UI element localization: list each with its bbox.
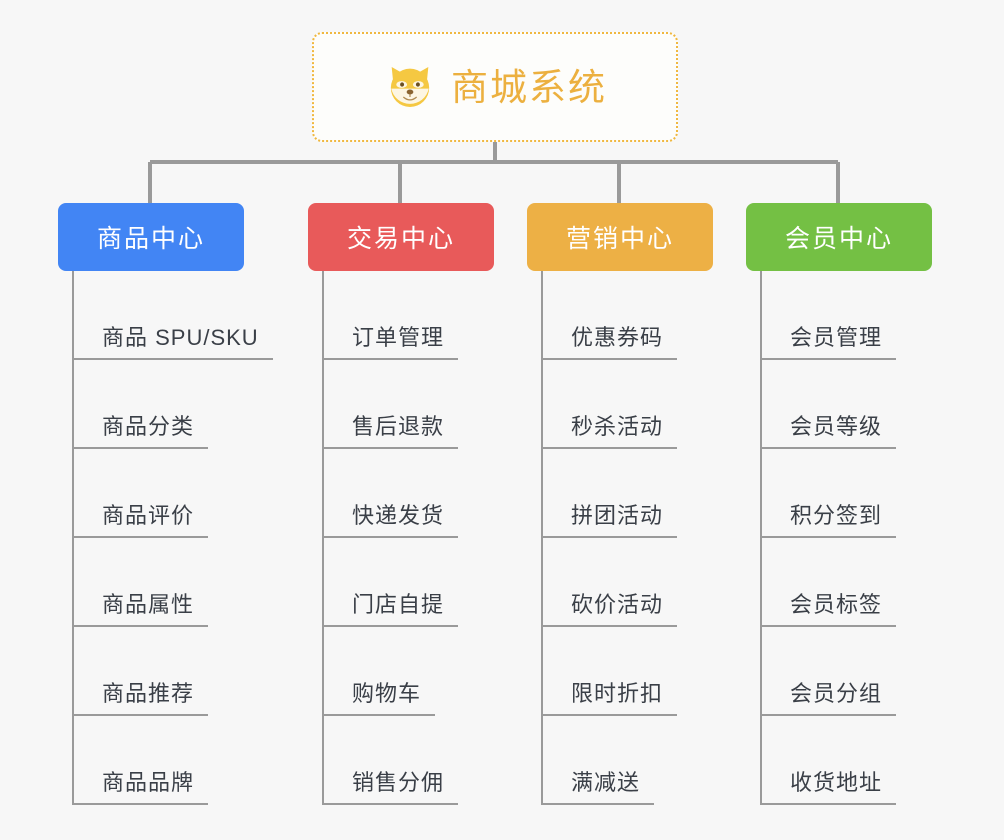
leaf-label: 商品推荐 (72, 683, 209, 716)
leaf-label: 满减送 (541, 772, 655, 805)
leaf-label: 会员管理 (760, 327, 897, 360)
leaf-label: 商品分类 (72, 416, 209, 449)
leaf-label: 会员标签 (760, 594, 897, 627)
leaf-list-marketing-center: 优惠券码 秒杀活动 拼团活动 砍价活动 限时折扣 满减送 (541, 271, 713, 805)
list-item[interactable]: 商品推荐 (72, 627, 244, 716)
category-label: 交易中心 (346, 225, 455, 253)
leaf-label: 商品 SPU/SKU (72, 327, 273, 360)
leaf-list-product-center: 商品 SPU/SKU 商品分类 商品评价 商品属性 商品推荐 商品品牌 (72, 271, 273, 805)
list-item[interactable]: 积分签到 (760, 449, 932, 538)
branch-member-center: 会员中心 会员管理 会员等级 积分签到 会员标签 会员分组 收货地址 (746, 203, 932, 805)
list-item[interactable]: 购物车 (322, 627, 494, 716)
branch-spine (322, 271, 324, 805)
leaf-label: 秒杀活动 (541, 416, 678, 449)
list-item[interactable]: 商品评价 (72, 449, 244, 538)
list-item[interactable]: 会员分组 (760, 627, 932, 716)
list-item[interactable]: 砍价活动 (541, 538, 713, 627)
list-item[interactable]: 商品分类 (72, 360, 244, 449)
root-title: 商城系统 (451, 66, 607, 108)
category-box-marketing-center[interactable]: 营销中心 (527, 203, 713, 271)
root-node[interactable]: 商城系统 (312, 32, 678, 142)
category-box-product-center[interactable]: 商品中心 (58, 203, 244, 271)
list-item[interactable]: 秒杀活动 (541, 360, 713, 449)
list-item[interactable]: 商品品牌 (72, 716, 244, 805)
category-label: 营销中心 (565, 225, 674, 253)
leaf-label: 会员等级 (760, 416, 897, 449)
leaf-label: 拼团活动 (541, 505, 678, 538)
leaf-label: 会员分组 (760, 683, 897, 716)
branch-spine (760, 271, 762, 805)
leaf-label: 门店自提 (322, 594, 459, 627)
category-label: 会员中心 (784, 225, 893, 253)
leaf-label: 购物车 (322, 683, 436, 716)
list-item[interactable]: 销售分佣 (322, 716, 494, 805)
leaf-label: 售后退款 (322, 416, 459, 449)
leaf-label: 收货地址 (760, 772, 897, 805)
list-item[interactable]: 收货地址 (760, 716, 932, 805)
branch-product-center: 商品中心 商品 SPU/SKU 商品分类 商品评价 商品属性 商品推荐 商品品牌 (58, 203, 273, 805)
branch-spine (541, 271, 543, 805)
list-item[interactable]: 优惠券码 (541, 271, 713, 360)
leaf-label: 商品评价 (72, 505, 209, 538)
list-item[interactable]: 会员等级 (760, 360, 932, 449)
list-item[interactable]: 商品 SPU/SKU (72, 271, 273, 360)
leaf-label: 快递发货 (322, 505, 459, 538)
leaf-label: 订单管理 (322, 327, 459, 360)
list-item[interactable]: 满减送 (541, 716, 713, 805)
leaf-label: 销售分佣 (322, 772, 459, 805)
category-label: 商品中心 (96, 225, 205, 253)
list-item[interactable]: 会员管理 (760, 271, 932, 360)
list-item[interactable]: 拼团活动 (541, 449, 713, 538)
list-item[interactable]: 商品属性 (72, 538, 244, 627)
leaf-list-member-center: 会员管理 会员等级 积分签到 会员标签 会员分组 收货地址 (760, 271, 932, 805)
leaf-label: 商品属性 (72, 594, 209, 627)
leaf-label: 限时折扣 (541, 683, 678, 716)
list-item[interactable]: 限时折扣 (541, 627, 713, 716)
leaf-label: 优惠券码 (541, 327, 678, 360)
shiba-dog-face-icon (383, 62, 437, 112)
list-item[interactable]: 售后退款 (322, 360, 494, 449)
leaf-label: 商品品牌 (72, 772, 209, 805)
branch-marketing-center: 营销中心 优惠券码 秒杀活动 拼团活动 砍价活动 限时折扣 满减送 (527, 203, 713, 805)
category-box-member-center[interactable]: 会员中心 (746, 203, 932, 271)
list-item[interactable]: 门店自提 (322, 538, 494, 627)
branch-spine (72, 271, 74, 805)
list-item[interactable]: 会员标签 (760, 538, 932, 627)
category-box-trade-center[interactable]: 交易中心 (308, 203, 494, 271)
list-item[interactable]: 快递发货 (322, 449, 494, 538)
leaf-label: 积分签到 (760, 505, 897, 538)
branch-trade-center: 交易中心 订单管理 售后退款 快递发货 门店自提 购物车 销售分佣 (308, 203, 494, 805)
leaf-list-trade-center: 订单管理 售后退款 快递发货 门店自提 购物车 销售分佣 (322, 271, 494, 805)
list-item[interactable]: 订单管理 (322, 271, 494, 360)
leaf-label: 砍价活动 (541, 594, 678, 627)
